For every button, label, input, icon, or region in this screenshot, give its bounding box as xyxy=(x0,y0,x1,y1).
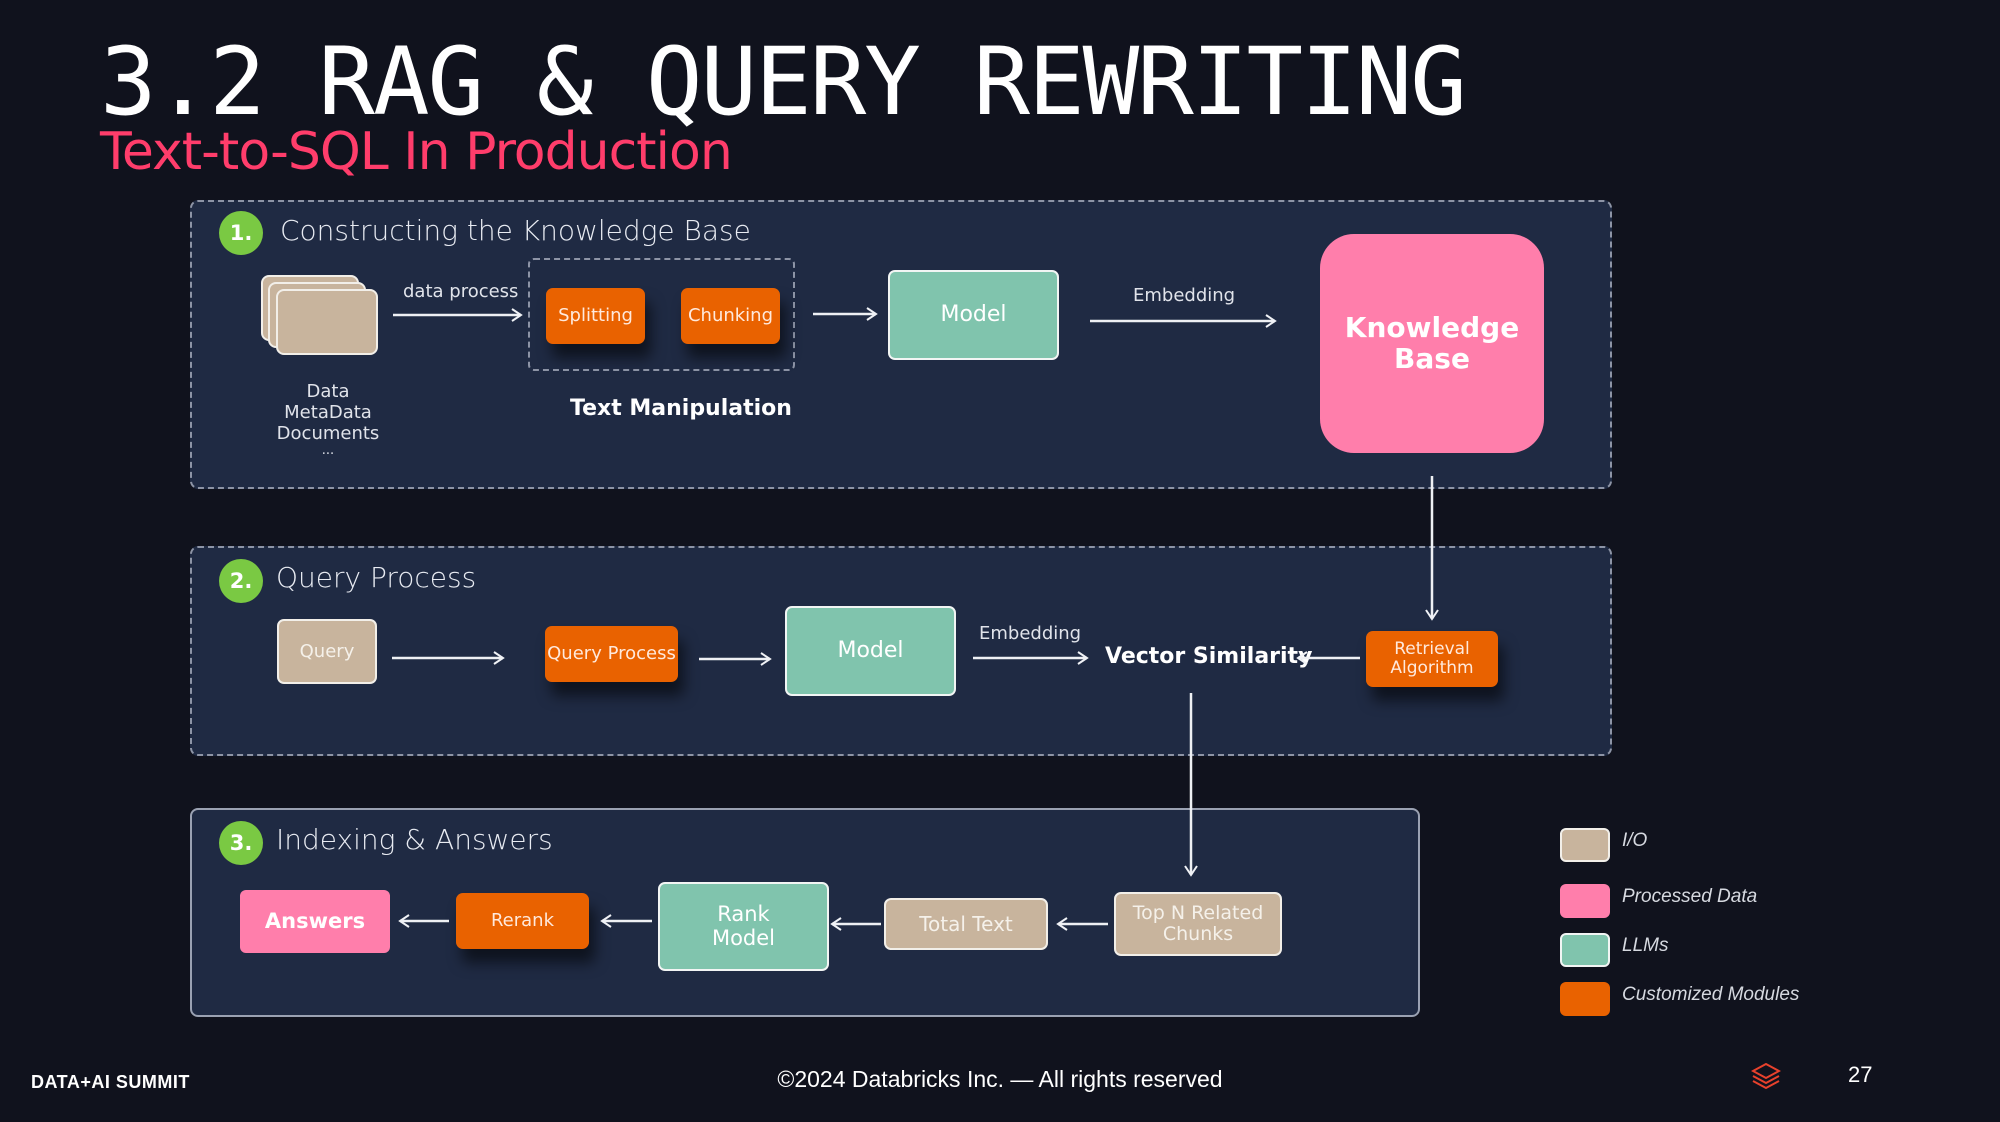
data-caption-line-2: MetaData xyxy=(284,402,372,423)
legend-swatch-processed-data xyxy=(1560,884,1610,918)
step-title-2: Query Process xyxy=(276,561,477,594)
query-process-node: Query Process xyxy=(545,626,678,682)
databricks-stack-icon xyxy=(1750,1062,1782,1091)
vector-similarity-label: Vector Similarity xyxy=(1105,644,1313,669)
embedding-label-2: Embedding xyxy=(979,623,1082,644)
rerank-node: Rerank xyxy=(456,893,589,949)
data-caption-line-4: ... xyxy=(321,443,335,458)
chunking-node: Chunking xyxy=(681,288,780,344)
top-n-related-chunks-node: Top N Related Chunks xyxy=(1114,892,1282,956)
text-manipulation-group xyxy=(528,258,795,371)
page-number: 27 xyxy=(1848,1062,1873,1087)
slide-title: 3.2 RAG & QUERY REWRITING xyxy=(100,28,1467,137)
footer-copyright: ©2024 Databricks Inc. — All rights reser… xyxy=(777,1066,1223,1092)
answers-node: Answers xyxy=(240,890,390,953)
data-process-label: data process xyxy=(403,281,519,302)
footer-brand-logo: DATA+AI SUMMIT xyxy=(31,1072,190,1092)
slide-subtitle: Text-to-SQL In Production xyxy=(100,122,733,182)
total-text-node: Total Text xyxy=(884,898,1048,950)
legend-label-llms: LLMs xyxy=(1622,935,1669,956)
data-caption-line-1: Data xyxy=(306,381,350,402)
retrieval-algorithm-node: Retrieval Algorithm xyxy=(1366,631,1498,687)
step-title-1: Constructing the Knowledge Base xyxy=(280,214,751,247)
step-badge-2: 2. xyxy=(219,559,263,603)
legend-label-processed-data: Processed Data xyxy=(1622,886,1758,907)
model-node-1: Model xyxy=(888,270,1059,360)
step-badge-3: 3. xyxy=(219,821,263,865)
embedding-label-1: Embedding xyxy=(1133,285,1236,306)
query-node: Query xyxy=(277,619,377,684)
legend-label-customized-modules: Customized Modules xyxy=(1622,984,1800,1005)
legend-label-io: I/O xyxy=(1622,830,1648,851)
legend-swatch-llms xyxy=(1560,933,1610,967)
legend-swatch-io xyxy=(1560,828,1610,862)
model-node-2: Model xyxy=(785,606,956,696)
step-badge-1: 1. xyxy=(219,211,263,255)
step-title-3: Indexing & Answers xyxy=(276,823,553,856)
knowledge-base-node: Knowledge Base xyxy=(1320,234,1544,453)
rank-model-node: Rank Model xyxy=(658,882,829,971)
legend-swatch-customized-modules xyxy=(1560,982,1610,1016)
data-caption-line-3: Documents xyxy=(276,423,380,444)
splitting-node: Splitting xyxy=(546,288,645,344)
text-manipulation-label: Text Manipulation xyxy=(570,396,792,421)
